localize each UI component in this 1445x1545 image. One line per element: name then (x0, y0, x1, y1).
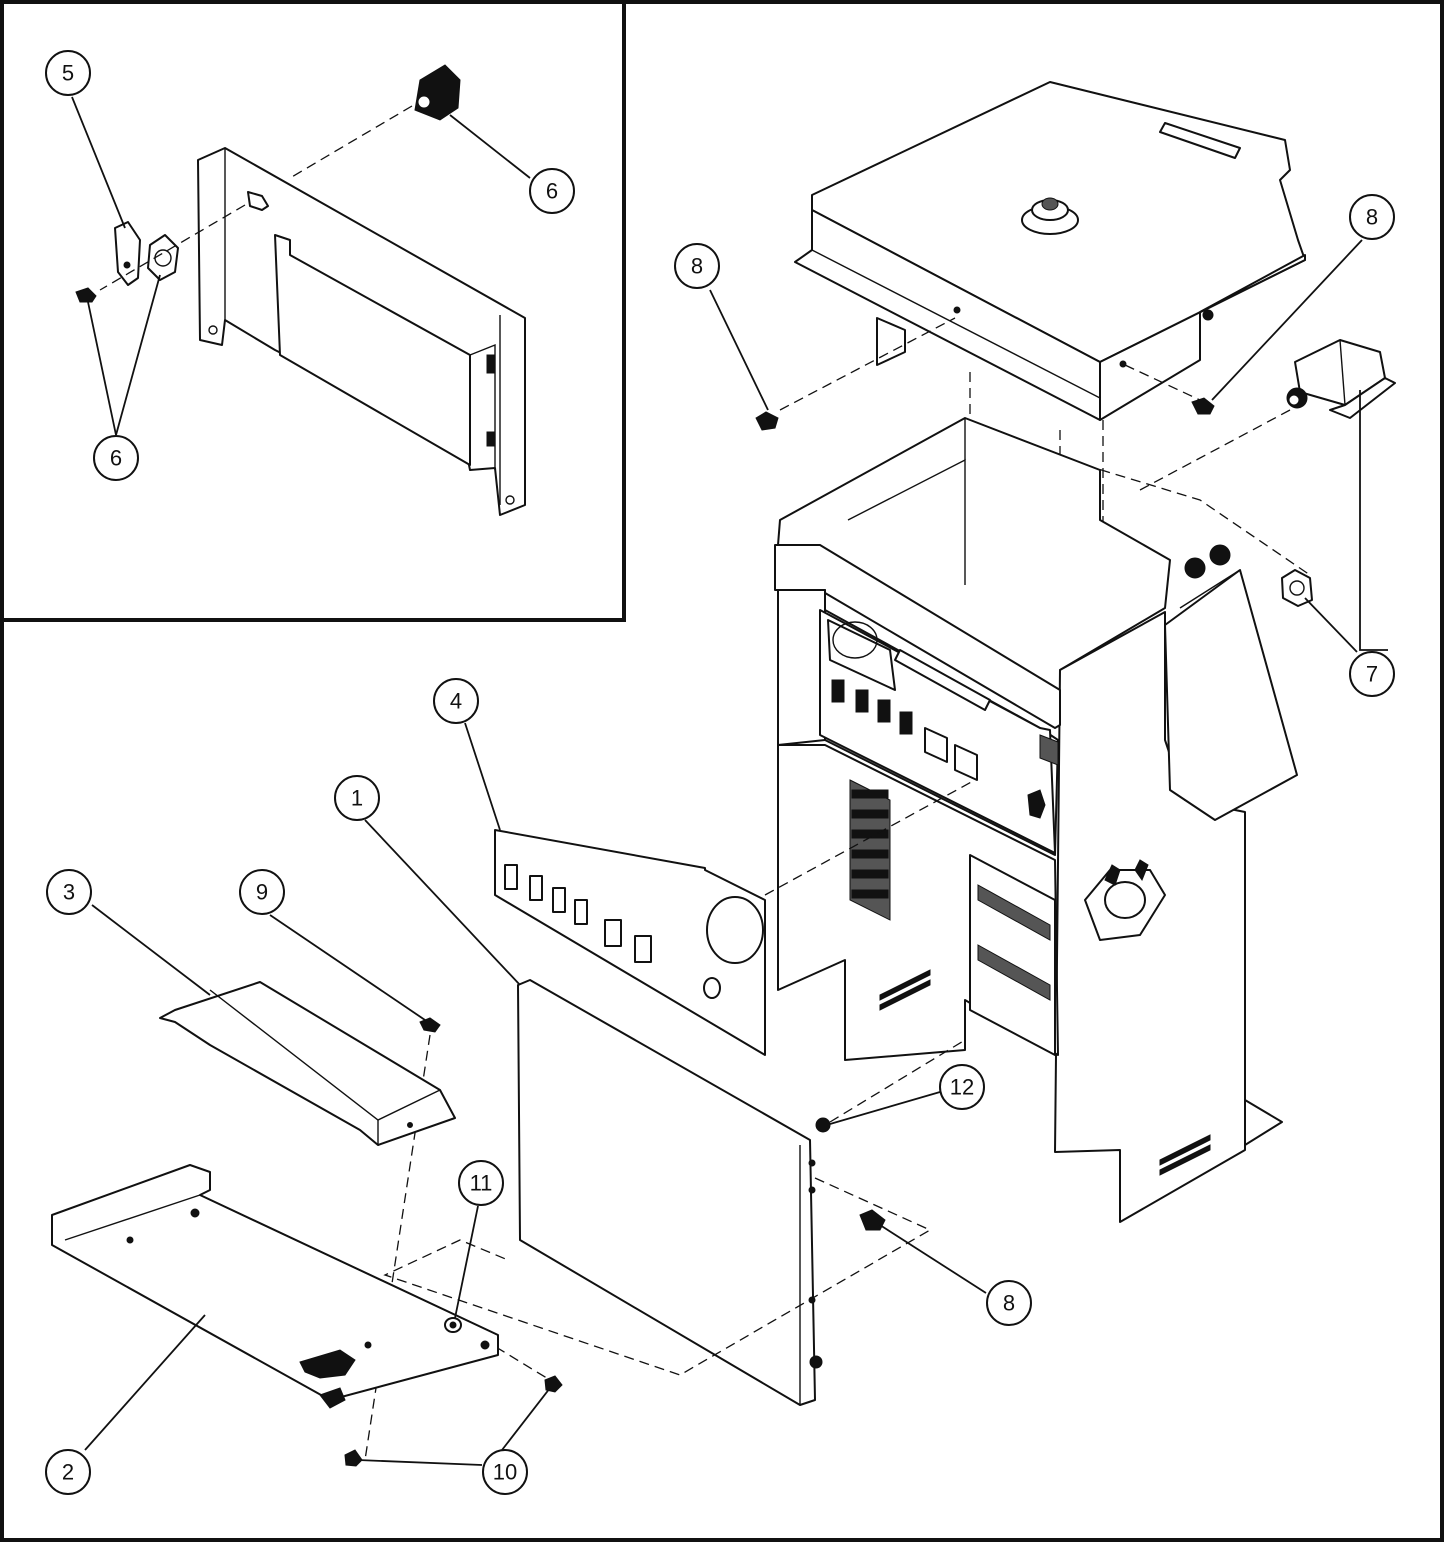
callout-6-top-label: 6 (546, 179, 558, 204)
bracket-upper (159, 981, 456, 1146)
screw-10a (544, 1375, 563, 1393)
inset-lock-cam (114, 221, 141, 286)
switch-plate (494, 829, 766, 1056)
callout-11: 11 (458, 1160, 504, 1206)
callout-3-label: 3 (63, 880, 75, 905)
screw-9 (419, 1017, 441, 1033)
tray-lower (51, 1164, 499, 1409)
callout-2: 2 (45, 1449, 91, 1495)
callout-8-top-left-label: 8 (691, 254, 703, 279)
callout-8-top-right-label: 8 (1366, 205, 1378, 230)
washer-11 (444, 1317, 462, 1333)
callout-5: 5 (45, 50, 91, 96)
callout-7: 7 (1349, 651, 1395, 697)
screw-bottom (859, 1209, 886, 1231)
callout-1: 1 (334, 775, 380, 821)
detail-inset-frame (0, 0, 626, 622)
screw-12 (815, 1117, 831, 1133)
callout-12-label: 12 (950, 1075, 974, 1100)
switch-nut (1281, 569, 1313, 607)
switch-housing (1286, 339, 1396, 419)
screw-10b (344, 1449, 363, 1467)
screw-top-right (1191, 397, 1215, 415)
inset-lock-body (414, 64, 461, 121)
callout-4-label: 4 (450, 689, 462, 714)
callout-8-bottom-label: 8 (1003, 1291, 1015, 1316)
callout-6-bottom: 6 (93, 435, 139, 481)
callout-7-label: 7 (1366, 662, 1378, 687)
callout-11-label: 11 (470, 1171, 493, 1196)
callout-9: 9 (239, 869, 285, 915)
callout-8-bottom: 8 (986, 1280, 1032, 1326)
front-cover (517, 979, 823, 1406)
callout-3: 3 (46, 869, 92, 915)
callout-6-top: 6 (529, 168, 575, 214)
callout-9-label: 9 (256, 880, 268, 905)
inset-lock-nut (147, 234, 179, 281)
inset-door-panel (197, 147, 526, 516)
callout-10-label: 10 (493, 1460, 517, 1485)
callout-1-label: 1 (351, 786, 363, 811)
callout-12: 12 (939, 1064, 985, 1110)
callout-4: 4 (433, 678, 479, 724)
callout-2-label: 2 (62, 1460, 74, 1485)
screw-top-left (755, 411, 779, 431)
callout-8-top-right: 8 (1349, 194, 1395, 240)
main-enclosure (774, 417, 1298, 1223)
callout-8-top-left: 8 (674, 243, 720, 289)
leader-lines (71, 96, 1388, 1466)
callout-5-label: 5 (62, 61, 74, 86)
callout-10: 10 (482, 1449, 528, 1495)
callout-6-bottom-label: 6 (110, 446, 122, 471)
top-cover (794, 81, 1306, 421)
inset-screw (75, 287, 97, 303)
